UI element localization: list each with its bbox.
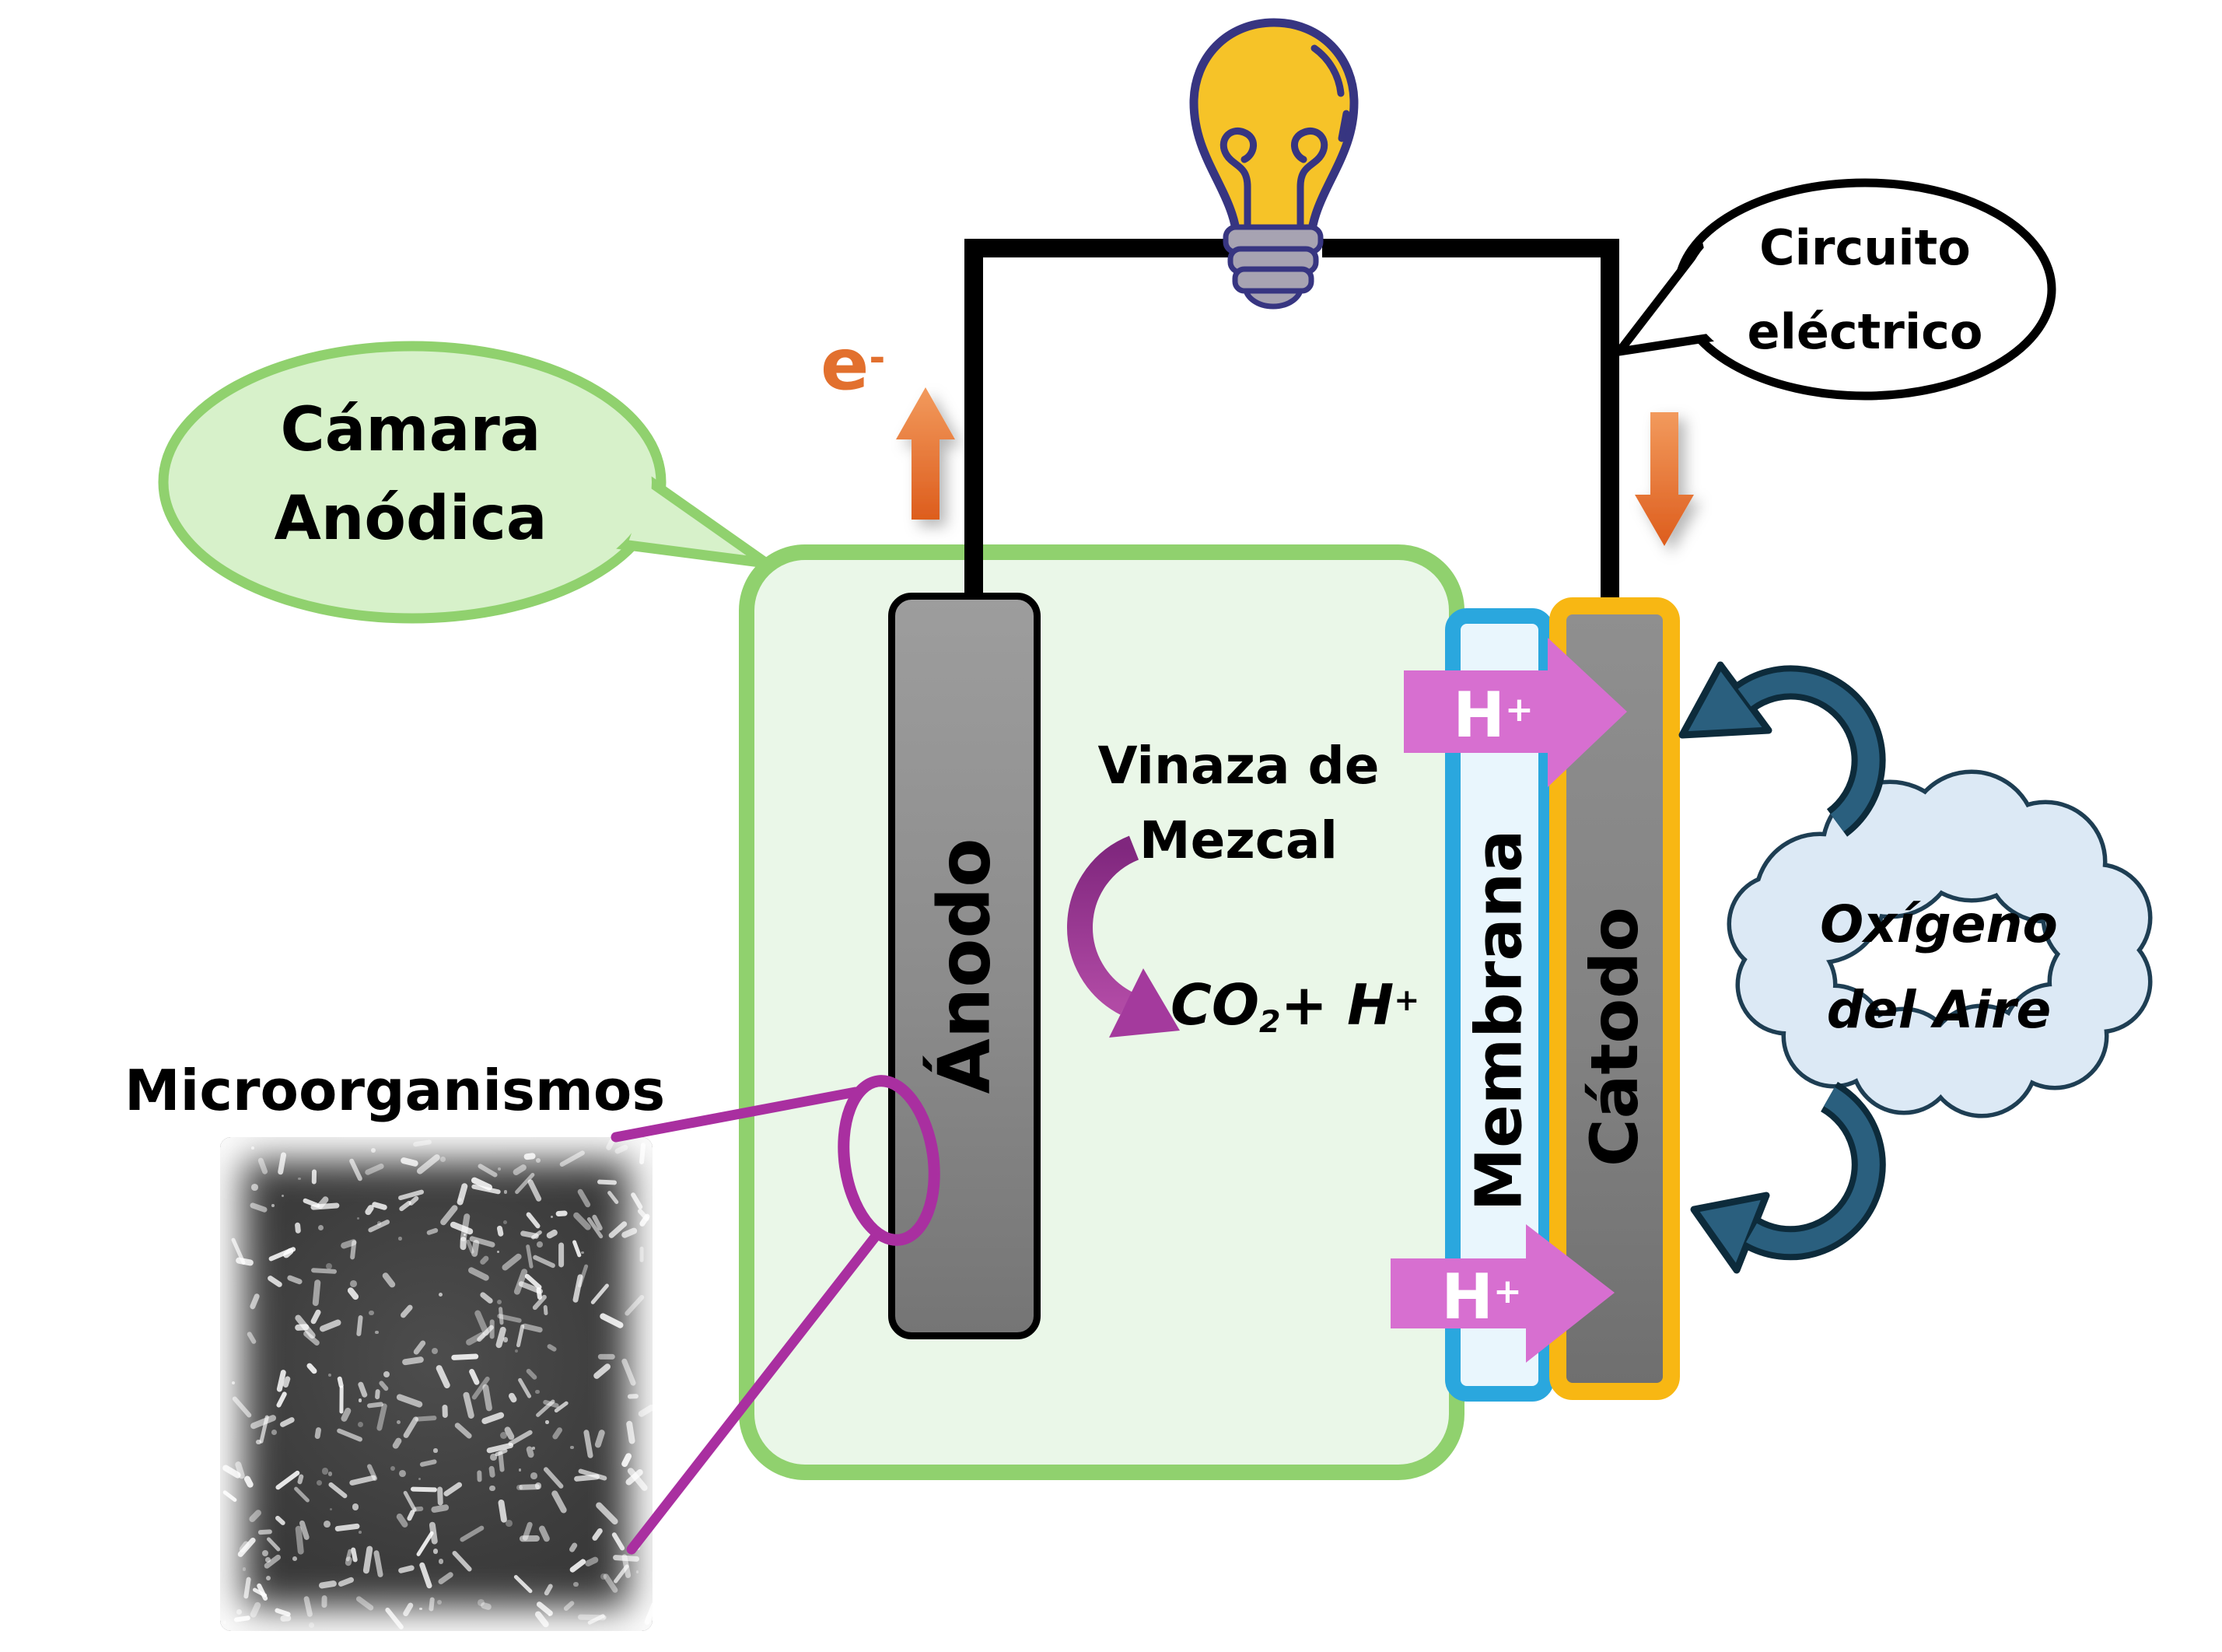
circuito-bubble-line1: Circuito xyxy=(1759,219,1971,276)
electron-down-arrow xyxy=(1635,412,1694,546)
electron-up-arrow xyxy=(896,387,955,520)
camara-anodica-bubble xyxy=(158,341,769,624)
proton-arrow-top xyxy=(1404,638,1627,787)
microorganisms-label: Microorganismos xyxy=(124,1058,666,1123)
oxygen-label-line1: Oxígeno xyxy=(1820,894,2058,954)
wire-left-vertical xyxy=(964,239,983,601)
proton-label-bottom: H+ xyxy=(1441,1260,1522,1333)
wire-top-left xyxy=(964,239,1238,257)
reaction-arrow xyxy=(1067,835,1180,1038)
proton-arrow-bottom xyxy=(1391,1224,1615,1363)
air-flow-arrow-top xyxy=(1678,661,1886,837)
air-flow-arrow-bottom xyxy=(1690,1081,1886,1274)
camara-bubble-line1: Cámara xyxy=(280,395,541,465)
camara-bubble-line2: Anódica xyxy=(274,484,548,554)
substrate-label: Vinaza de Mezcal xyxy=(1097,736,1380,870)
circuito-bubble-line2: eléctrico xyxy=(1747,303,1983,360)
electron-label: e- xyxy=(821,323,886,406)
microorganisms-photo xyxy=(220,1137,653,1631)
circuito-electrico-bubble xyxy=(1609,178,2056,401)
reaction-products-label: CO2+ H+ xyxy=(1170,972,1420,1040)
proton-label-top: H+ xyxy=(1453,678,1534,751)
oxygen-cloud xyxy=(1727,769,2153,1118)
biofilm-callout xyxy=(611,1075,940,1555)
bacteria-field xyxy=(220,1137,653,1631)
oxygen-label-line2: del Aire xyxy=(1826,980,2052,1040)
anode-bar: Ánodo xyxy=(888,593,1041,1339)
light-bulb-icon xyxy=(1189,18,1359,310)
wire-top-right xyxy=(1322,239,1619,257)
wire-right-vertical xyxy=(1601,239,1619,601)
